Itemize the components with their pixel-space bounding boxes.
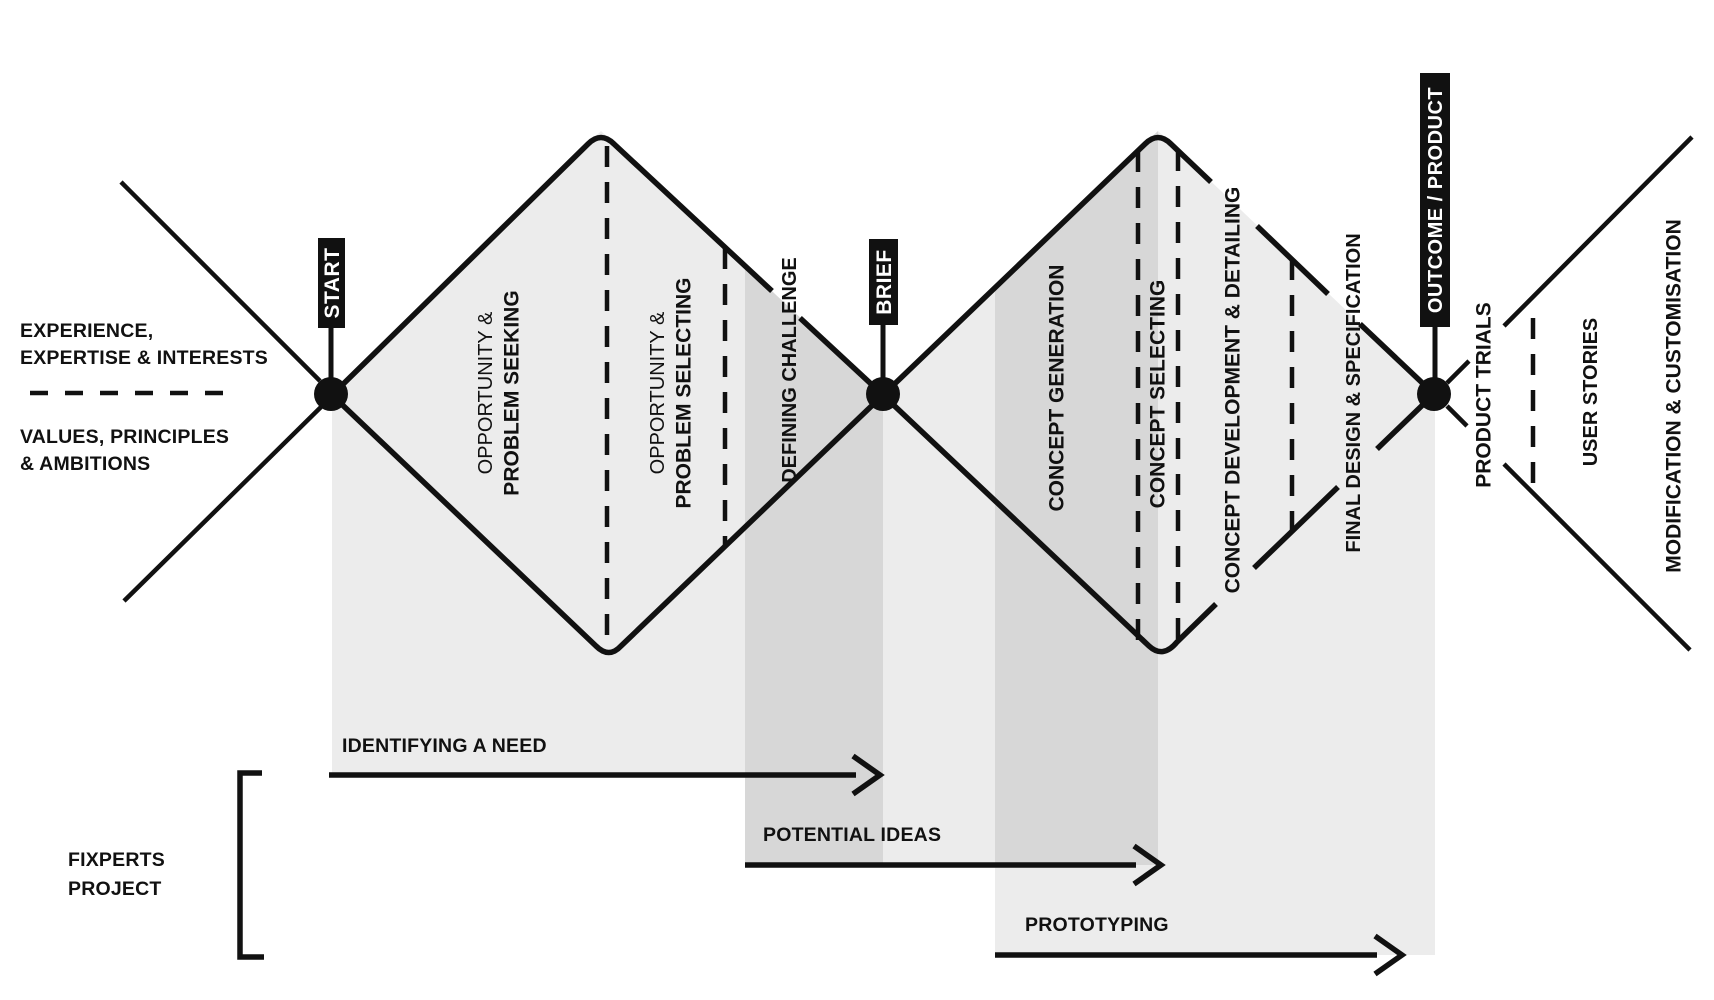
phase-labels: IDENTIFYING A NEED POTENTIAL IDEAS PROTO… (342, 735, 1169, 936)
diamond1-labels: OPPORTUNITY & PROBLEM SEEKING OPPORTUNIT… (475, 257, 801, 508)
concept-development-label: CONCEPT DEVELOPMENT & DETAILING (1221, 187, 1244, 594)
arrow-identifying-head (851, 753, 885, 797)
fixperts-line1: FIXPERTS (68, 849, 165, 871)
diamond2-lower-edge (881, 392, 1218, 655)
fixperts-line2: PROJECT (68, 878, 162, 900)
diamond2-lower-right-segment2 (1252, 485, 1340, 570)
right-context-labels: PRODUCT TRIALS USER STORIES MODIFICATION… (1472, 219, 1685, 572)
project-text: FIXPERTS PROJECT (68, 849, 165, 900)
outcome-bar (1420, 73, 1450, 327)
experience-line1: EXPERIENCE, (20, 320, 153, 342)
concept-generation-label: CONCEPT GENERATION (1045, 265, 1068, 512)
diamond2-upper-edge (881, 134, 1213, 397)
dashed-guides (30, 146, 1536, 649)
start-label: START (321, 248, 344, 319)
arrow-prototyping-head (1373, 933, 1407, 977)
diamond1-upper-right-segment (798, 315, 885, 398)
right-lower-diagonal (1502, 462, 1692, 652)
prototyping-label: PROTOTYPING (1025, 914, 1169, 936)
diamond2-labels: CONCEPT GENERATION CONCEPT SELECTING CON… (1045, 187, 1365, 594)
right-upper-diagonal (1502, 135, 1694, 328)
diamond1-lower-edge (330, 393, 885, 656)
identifying-a-need-label: IDENTIFYING A NEED (342, 735, 547, 757)
project-bracket (237, 770, 264, 960)
node-start: START (314, 238, 348, 411)
brief-label: BRIEF (873, 249, 896, 315)
modification-label: MODIFICATION & CUSTOMISATION (1662, 219, 1685, 572)
node-brief: BRIEF (866, 239, 900, 411)
product-trials-label: PRODUCT TRIALS (1472, 302, 1495, 488)
right-lower-arm (1445, 404, 1469, 428)
problem-seeking-label: PROBLEM SEEKING (500, 290, 523, 495)
left-lower-diagonal (122, 405, 323, 603)
values-line2: & AMBITIONS (20, 453, 150, 475)
potential-ideas-label: POTENTIAL IDEAS (763, 824, 941, 846)
right-upper-arm (1445, 359, 1471, 385)
experience-line2: EXPERTISE & INTERESTS (20, 347, 268, 369)
concept-selecting-label: CONCEPT SELECTING (1146, 280, 1169, 509)
overlap-concept-generation (995, 131, 1158, 865)
overlap-defining-challenge (745, 266, 883, 865)
node-outcome: OUTCOME / PRODUCT (1417, 73, 1451, 411)
context-lines (119, 135, 1694, 652)
defining-challenge-label: DEFINING CHALLENGE (779, 257, 801, 483)
left-upper-diagonal (119, 180, 322, 383)
values-line1: VALUES, PRINCIPLES (20, 426, 229, 448)
brief-bar (869, 239, 898, 325)
outcome-dot (1417, 377, 1451, 411)
left-context-text: EXPERIENCE, EXPERTISE & INTERESTS VALUES… (20, 320, 268, 475)
problem-selecting-label: PROBLEM SELECTING (672, 277, 695, 508)
arrow-potential-head (1132, 843, 1166, 887)
brief-dot (866, 377, 900, 411)
start-bar (318, 238, 345, 328)
opportunity-seeking-prefix: OPPORTUNITY & (475, 311, 497, 474)
diamond2-upper-right-segment1 (1255, 224, 1330, 296)
user-stories-label: USER STORIES (1580, 318, 1602, 467)
opportunity-selecting-prefix: OPPORTUNITY & (647, 311, 669, 474)
final-design-label: FINAL DESIGN & SPECIFICATION (1343, 233, 1365, 552)
phase-arrows (329, 753, 1407, 977)
outcome-label: OUTCOME / PRODUCT (1425, 87, 1447, 313)
diamond-outlines (330, 134, 1436, 656)
diamond1-upper-edge (330, 134, 774, 397)
start-dot (314, 377, 348, 411)
